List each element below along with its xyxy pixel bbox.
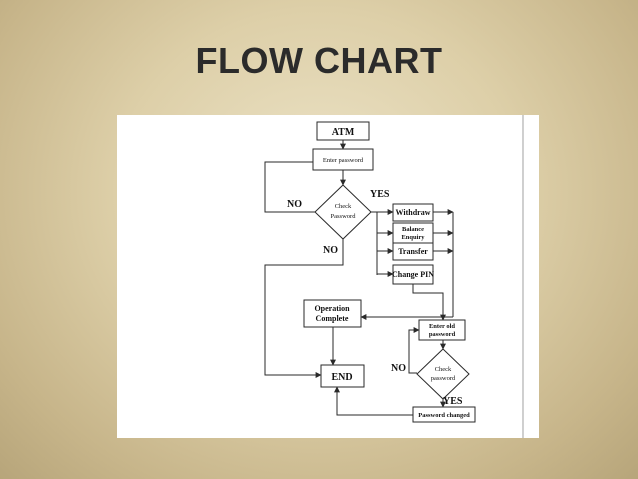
edge-label-yes-main: YES [370,189,390,200]
node-atm-label: ATM [332,127,355,138]
node-change-pin-label: Change PIN [392,270,434,279]
node-operation-complete-label-1: Operation [314,304,350,313]
flowchart-diagram: ATM Enter password Check Password Withdr… [264,115,524,438]
node-enter-password: Enter password [312,148,374,171]
edge-check-no-retry [264,159,322,213]
edge-check-no-to-end [264,239,344,378]
node-check-password-label-2: Password [331,213,357,220]
node-operation-complete-label-2: Complete [316,314,349,323]
node-password-changed-label: Password changed [418,412,470,419]
node-change-pin: Change PIN [392,264,434,285]
edge-label-no-old: NO [391,363,406,374]
node-enter-old-password-label-2: password [429,331,456,338]
edge-password-changed-to-end [334,386,413,416]
edge-label-yes-old: YES [443,396,463,407]
node-transfer-label: Transfer [398,247,428,256]
node-operation-complete: Operation Complete [303,299,362,328]
node-check-new-password: Check password [416,348,470,400]
node-end-label: END [331,372,352,383]
node-balance-enquiry-label-1: Balance [402,226,424,233]
node-withdraw: Withdraw [392,203,434,222]
edge-check-new-no [408,327,420,374]
edge-label-no-retry: NO [287,199,302,210]
node-enter-old-password-label-1: Enter old [429,323,455,330]
edge-label-no-main: NO [323,245,338,256]
node-password-changed: Password changed [412,406,476,423]
slide-title: FLOW CHART [195,40,443,81]
node-transfer: Transfer [392,242,434,261]
node-enter-old-password: Enter old password [418,319,466,341]
node-enter-password-label: Enter password [323,157,364,164]
node-end: END [320,364,365,388]
edge-change-pin-to-old [412,284,446,321]
node-withdraw-label: Withdraw [396,208,431,217]
node-balance-enquiry-label-2: Enquiry [401,234,425,241]
flowchart-edges [264,140,454,416]
node-check-password-label-1: Check [335,203,352,210]
flowchart-panel: ATM Enter password Check Password Withdr… [117,115,539,438]
node-check-new-password-label-1: Check [435,366,452,373]
node-check-password: Check Password [314,184,372,240]
node-balance-enquiry: Balance Enquiry [392,222,434,244]
node-check-new-password-label-2: password [431,375,456,382]
node-atm: ATM [316,121,370,141]
